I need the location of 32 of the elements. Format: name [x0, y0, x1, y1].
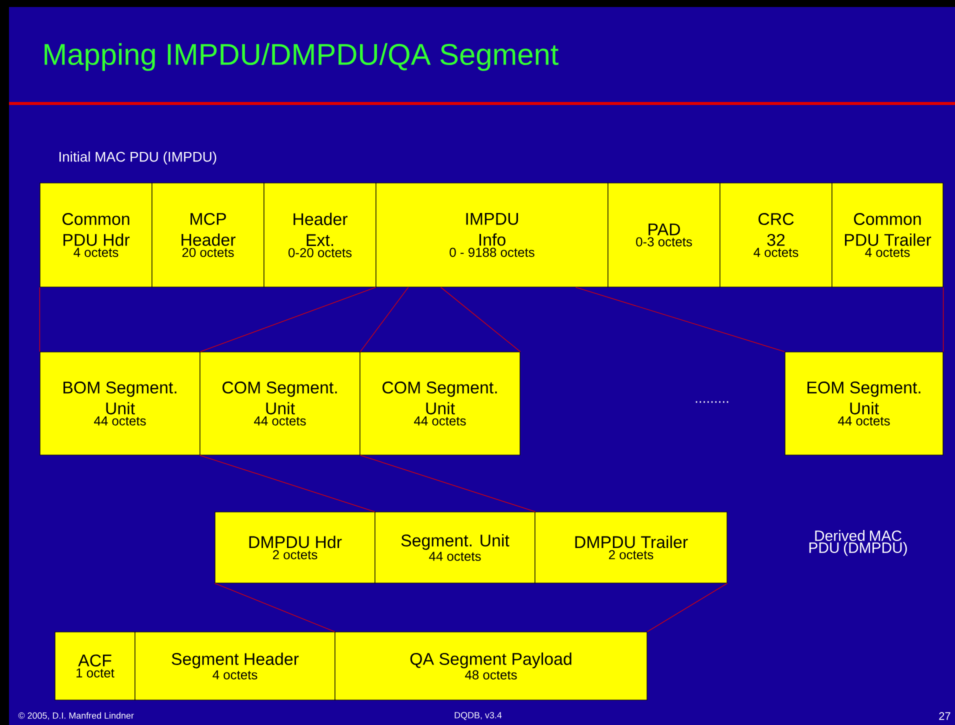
- mapping-line: [646, 582, 728, 632]
- mapping-line: [440, 286, 521, 352]
- mapping-line: [39, 286, 40, 352]
- field-box: Segment. Unit 44 octets: [374, 512, 536, 584]
- mapping-line: [214, 582, 336, 632]
- field-box: Common PDU Hdr 4 octets: [40, 182, 152, 288]
- mapping-line: [942, 286, 944, 352]
- slide-title: Mapping IMPDU/DMPDU/QA Segment: [44, 43, 558, 71]
- field-box: EOM Segment. Unit 44 octets: [784, 352, 944, 456]
- footer-text: © 2005, D.I. Manfred Lindner: [18, 712, 134, 720]
- field-box: MCP Header 20 octets: [152, 182, 264, 288]
- field-box: QA Segment Payload 48 octets: [334, 632, 648, 700]
- section-label: Derived MAC PDU (DMPDU): [809, 530, 907, 556]
- field-box: ACF 1 octet: [54, 632, 136, 700]
- field-box: Common PDU Trailer 4 octets: [832, 182, 944, 288]
- field-box: DMPDU Hdr 2 octets: [214, 512, 376, 584]
- section-label: Initial MAC PDU (IMPDU): [60, 152, 216, 164]
- mapping-line: [360, 454, 536, 512]
- field-box: COM Segment. Unit 44 octets: [200, 352, 360, 456]
- field-box: Header Ext. 0-20 octets: [264, 182, 376, 288]
- footer-text: DQDB, v3.4: [454, 712, 502, 720]
- ellipsis: .........: [696, 401, 728, 403]
- field-box: PAD 0-3 octets: [608, 182, 720, 288]
- mapping-line: [199, 454, 376, 512]
- field-box: BOM Segment. Unit 44 octets: [40, 352, 200, 456]
- mapping-line: [360, 286, 409, 352]
- field-box: CRC 32 4 octets: [720, 182, 832, 288]
- page-number: 27: [939, 712, 950, 720]
- mapping-line: [200, 286, 376, 352]
- field-box: COM Segment. Unit 44 octets: [360, 352, 520, 456]
- field-box: DMPDU Trailer 2 octets: [534, 512, 728, 584]
- mapping-line: [575, 286, 786, 352]
